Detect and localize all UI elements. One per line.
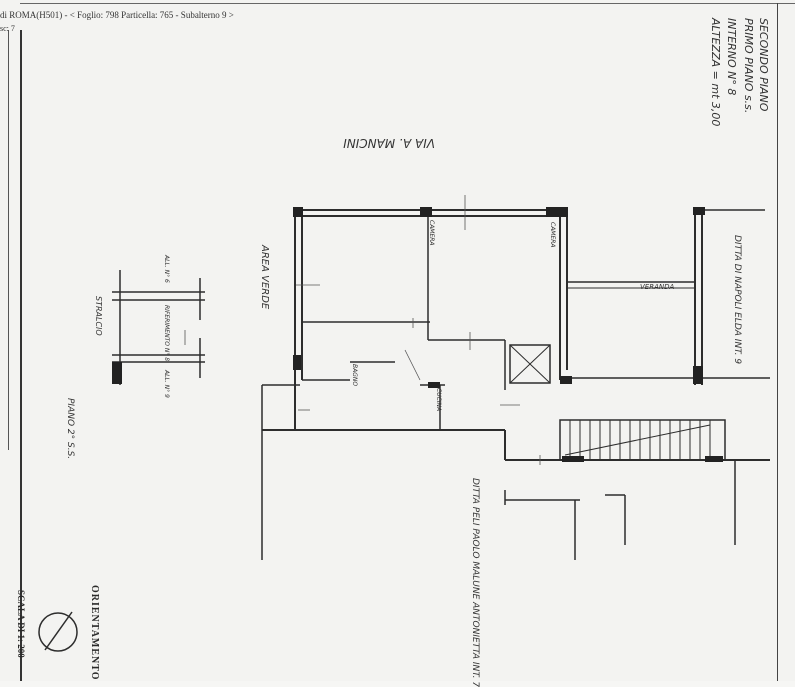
label-int-9: ALL. N° 9	[163, 370, 170, 398]
label-stralcio: STRALCIO	[94, 296, 103, 336]
label-street: VIA A. MANCINI	[343, 136, 435, 150]
label-camera-2: CAMERA	[549, 222, 556, 248]
label-scale: SCALA DI 1: 200	[16, 590, 26, 658]
sheet-border-left-outer	[8, 30, 9, 450]
label-ditta-1: DITTA DI NAPOLI ELDA INT. 9	[732, 235, 742, 365]
note-height: ALTEZZA = mt 3,00	[709, 18, 722, 127]
note-floor-sub: PRIMO PIANO s.s.	[742, 18, 755, 114]
label-camera-1: CAMERA	[428, 220, 435, 246]
cadastral-header: di ROMA(H501) - < Foglio: 798 Particella…	[0, 10, 234, 20]
note-floor-title: SECONDO PIANO	[757, 18, 770, 112]
label-cucina: CUCINA	[435, 388, 442, 412]
label-veranda: VERANDA	[640, 283, 675, 291]
label-bagno: BAGNO	[351, 364, 358, 387]
label-piano: PIANO 2° S.S.	[65, 398, 75, 460]
sheet-border-right	[777, 3, 778, 681]
sheet-border-left	[20, 30, 22, 681]
label-orientamento: ORIENTAMENTO	[89, 585, 100, 681]
label-int-8: RIFERIMENTO N° 8	[163, 305, 170, 362]
sheet-border-top	[20, 3, 795, 4]
label-int-6: ALL. N° 6	[163, 255, 170, 283]
label-ditta-2: DITTA PELI PAOLO MALUNE ANTONIETTA INT. …	[470, 478, 480, 687]
label-area-verde: AREA VERDE	[259, 245, 270, 310]
cadastral-subheader: sc: 7	[0, 24, 15, 33]
note-interior: INTERNO N° 8	[725, 18, 738, 96]
